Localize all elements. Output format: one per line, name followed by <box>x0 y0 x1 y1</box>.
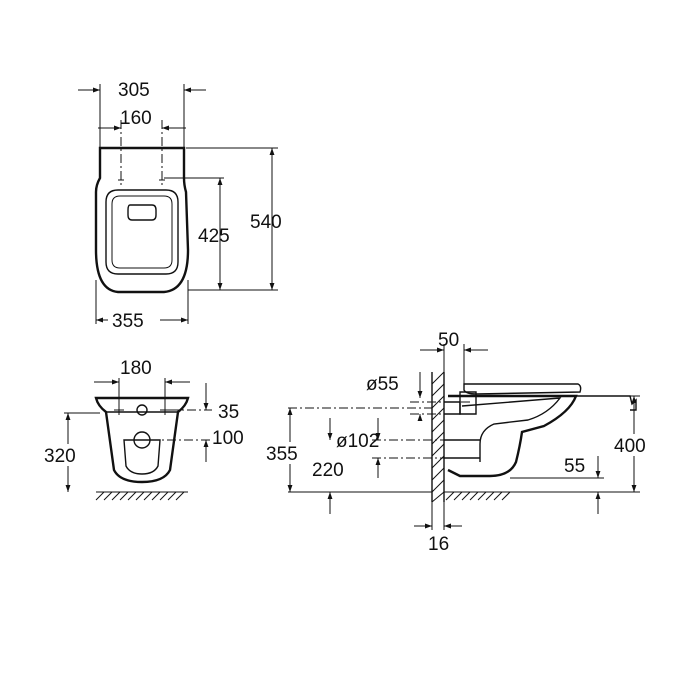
dim-320: 320 <box>44 446 76 467</box>
side-view: 50 ø55 ø102 355 220 400 55 <box>264 330 656 555</box>
side-view-inlet <box>444 401 461 415</box>
front-view-bowl-outline <box>94 396 190 484</box>
side-view-outlet-pipe <box>444 439 480 459</box>
front-floor-hatch <box>95 491 185 501</box>
dim-35: 35 <box>218 402 239 423</box>
top-view-seat-inner <box>111 195 173 269</box>
dim-425: 425 <box>198 226 230 247</box>
dim-305: 305 <box>118 80 150 101</box>
dim-o102: ø102 <box>336 431 379 452</box>
top-view-seat-opening <box>105 189 179 275</box>
dim-540: 540 <box>250 212 282 233</box>
side-view-flush-connector <box>576 395 637 411</box>
dim-355-side: 355 <box>266 444 298 465</box>
dim-o55: ø55 <box>366 374 399 395</box>
side-view-bowl-outline <box>447 394 578 478</box>
side-view-inner-line <box>461 397 562 462</box>
dim-400: 400 <box>614 436 646 457</box>
side-view-seat-lid <box>463 383 582 395</box>
dim-100: 100 <box>212 428 244 449</box>
top-view-bowl-outline <box>94 146 190 294</box>
top-view-outlet <box>127 204 157 221</box>
dim-16: 16 <box>428 534 449 555</box>
front-view-trap <box>123 439 161 475</box>
dim-355: 355 <box>112 311 144 332</box>
dim-180: 180 <box>120 358 152 379</box>
dim-220: 220 <box>312 460 344 481</box>
front-view: 180 35 100 320 <box>44 358 244 501</box>
dim-50: 50 <box>438 330 459 351</box>
dim-160: 160 <box>120 108 152 129</box>
dim-55: 55 <box>564 456 585 477</box>
top-view: 305 160 425 540 355 <box>78 80 282 332</box>
wall-hatch <box>431 371 445 503</box>
side-floor-hatch <box>445 491 511 501</box>
